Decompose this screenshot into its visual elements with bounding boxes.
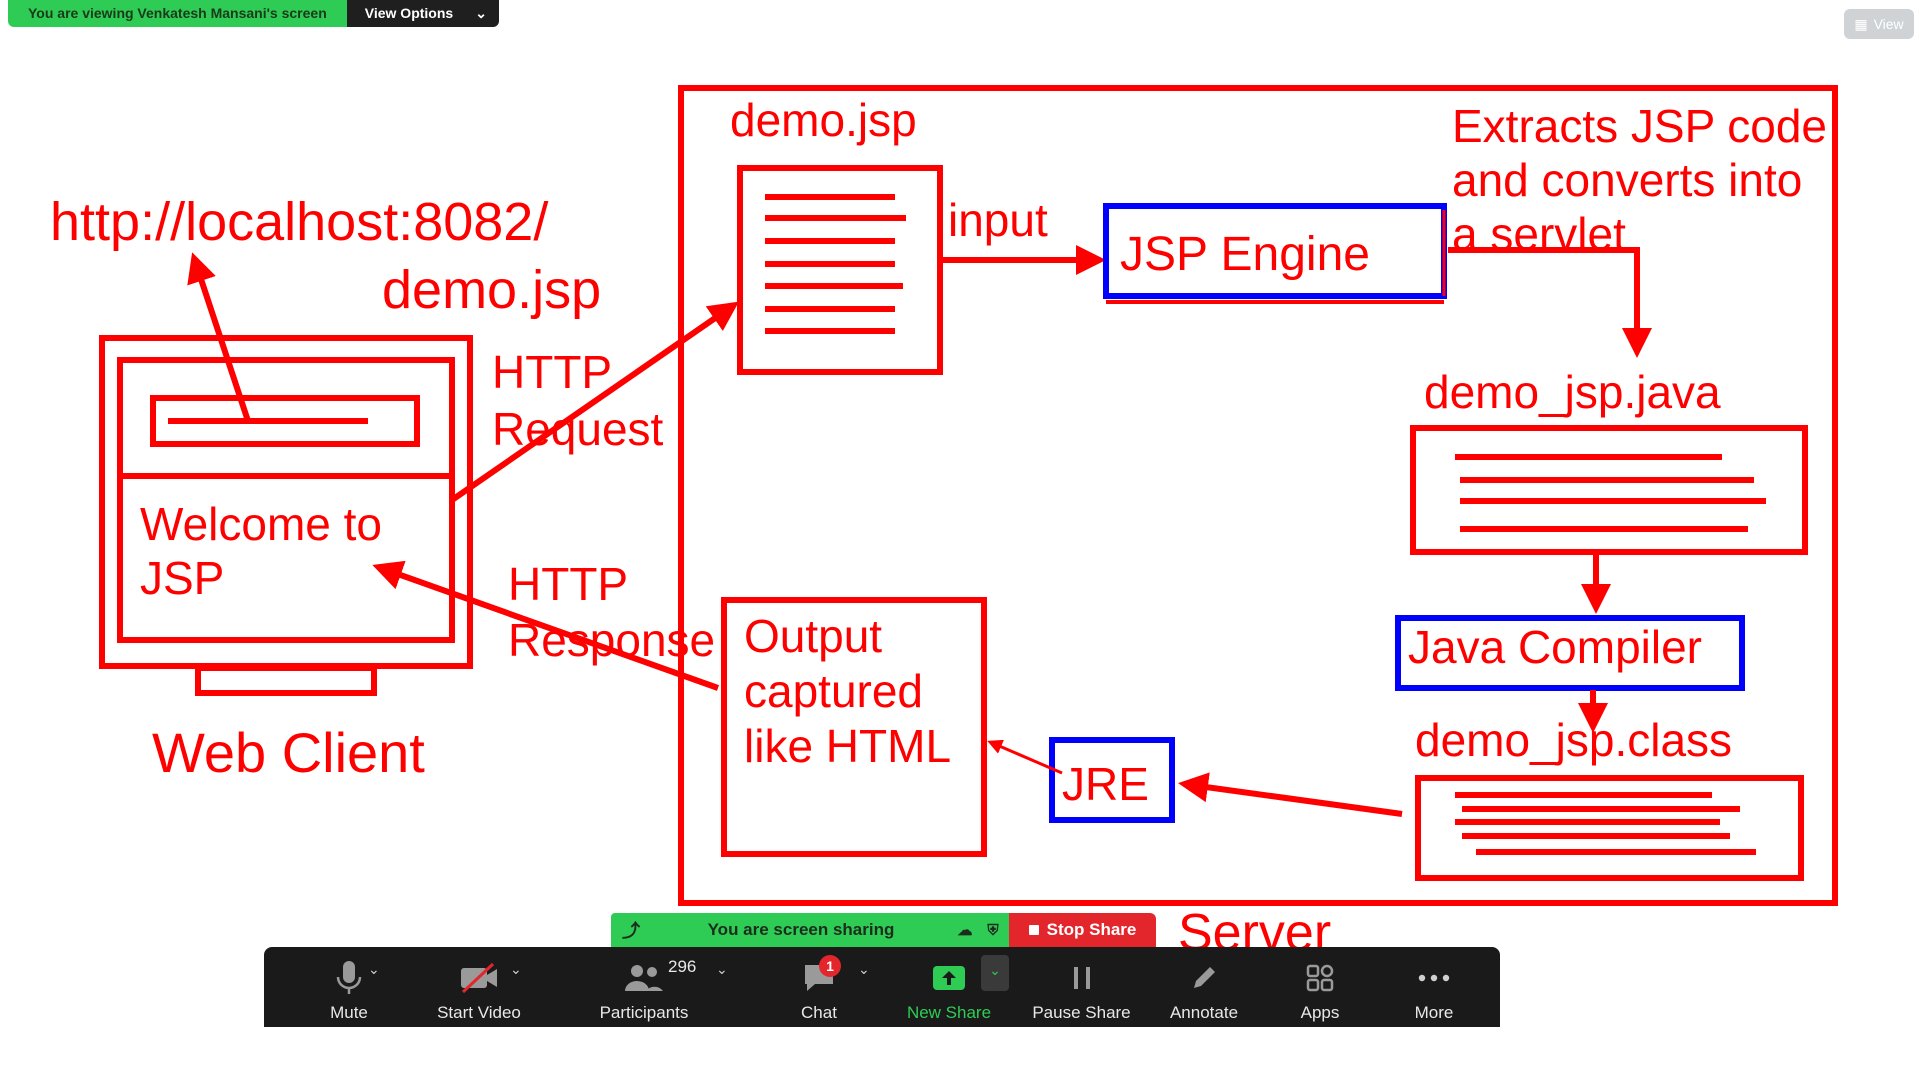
view-button[interactable]: ▦ View: [1844, 9, 1914, 39]
web-client-label: Web Client: [152, 721, 425, 784]
jre-box: [1049, 737, 1175, 823]
http-request-arrow: [450, 301, 739, 503]
demo-jsp-document: [737, 165, 943, 375]
annotate-label: Annotate: [1169, 1003, 1239, 1022]
video-options-chevron-icon[interactable]: ⌄: [510, 961, 522, 977]
demo-jsp-java-label: demo_jsp.java: [1424, 366, 1721, 418]
screen-sharing-bar: ⤴ You are screen sharing ☁ ⛨ Stop Share: [611, 913, 1156, 947]
jre-label: JRE: [1062, 758, 1149, 810]
server-box: [678, 85, 1838, 906]
participants-count: 296: [668, 957, 697, 976]
annotate-button[interactable]: Annotate: [1154, 947, 1254, 1027]
start-video-button[interactable]: Start Video: [414, 947, 544, 1027]
view-button-label: View: [1873, 16, 1904, 32]
url-text-line1: http://localhost:8082/: [50, 192, 548, 252]
apps-label: Apps: [1300, 1003, 1340, 1022]
http-request-label-2: Request: [492, 403, 664, 455]
demo-jsp-label: demo.jsp: [730, 94, 917, 146]
welcome-text-line2: JSP: [140, 552, 224, 604]
participants-icon: [624, 957, 664, 999]
more-label: More: [1414, 1003, 1454, 1022]
stop-icon: [1028, 925, 1039, 935]
output-line1: Output: [744, 610, 882, 662]
class-to-jre-arrow: [1178, 772, 1403, 817]
http-response-arrow: [372, 560, 720, 691]
pause-share-button[interactable]: Pause Share: [1024, 947, 1139, 1027]
chat-label: Chat: [801, 1003, 837, 1022]
viewing-banner: You are viewing Venkatesh Mansani's scre…: [8, 0, 499, 27]
meeting-toolbar: Mute ⌄ Start Video ⌄ Participants 296 ⌄ …: [264, 947, 1500, 1027]
pause-share-label: Pause Share: [1032, 1003, 1131, 1022]
stop-share-label: Stop Share: [1046, 920, 1137, 939]
web-client-monitor: [99, 335, 473, 696]
http-request-label-1: HTTP: [492, 346, 612, 398]
output-box: [721, 597, 987, 857]
shield-icon[interactable]: ⛨: [987, 921, 999, 939]
microphone-icon: [334, 957, 364, 999]
mute-options-chevron-icon[interactable]: ⌄: [368, 961, 380, 977]
stop-share-button[interactable]: Stop Share: [1009, 913, 1156, 947]
apps-button[interactable]: Apps: [1280, 947, 1360, 1027]
welcome-text-line1: Welcome to: [140, 498, 382, 550]
demo-jsp-class-label: demo_jsp.class: [1415, 714, 1732, 766]
cloud-icon[interactable]: ☁: [957, 922, 973, 939]
output-line3: like HTML: [744, 720, 951, 772]
extracts-line1: Extracts JSP code: [1452, 100, 1827, 152]
jsp-engine-label: JSP Engine: [1120, 228, 1370, 281]
pencil-icon: [1189, 957, 1219, 999]
extracts-line2: and converts into: [1452, 154, 1802, 206]
participants-options-chevron-icon[interactable]: ⌄: [716, 961, 728, 977]
grid-icon: ▦: [1854, 15, 1868, 32]
new-share-label: New Share: [906, 1003, 992, 1022]
engine-to-java-arrow: [1448, 247, 1652, 358]
chat-options-chevron-icon[interactable]: ⌄: [858, 961, 870, 977]
more-button[interactable]: More: [1394, 947, 1474, 1027]
extracts-line3: a servlet: [1452, 208, 1626, 260]
more-dots-icon: [1417, 957, 1451, 999]
video-off-icon: [459, 957, 499, 999]
share-arrow-icon[interactable]: ⤴: [622, 921, 640, 941]
mute-button[interactable]: Mute: [304, 947, 394, 1027]
apps-icon: [1305, 957, 1335, 999]
share-options-chevron-icon[interactable]: ⌄: [981, 955, 1009, 991]
url-arrow: [187, 252, 251, 422]
url-text-line2: demo.jsp: [382, 260, 601, 320]
pause-icon: [1068, 957, 1096, 999]
share-screen-icon: [932, 957, 966, 999]
sharing-status: ⤴ You are screen sharing ☁ ⛨: [611, 913, 1009, 947]
participants-button[interactable]: Participants: [579, 947, 709, 1027]
new-share-button[interactable]: New Share: [894, 947, 1004, 1027]
viewing-text: You are viewing Venkatesh Mansani's scre…: [8, 0, 347, 27]
input-label: input: [948, 194, 1048, 246]
start-video-label: Start Video: [437, 1003, 521, 1022]
jre-to-output-arrow: [987, 739, 1063, 775]
demo-jsp-class-document: [1415, 775, 1804, 881]
sharing-text: You are screen sharing: [707, 920, 895, 939]
chevron-down-icon: ⌄: [475, 5, 487, 21]
java-compiler-label: Java Compiler: [1408, 621, 1702, 673]
chat-badge: 1: [819, 955, 841, 977]
output-line2: captured: [744, 665, 923, 717]
participants-label: Participants: [599, 1003, 689, 1022]
mute-label: Mute: [330, 1003, 368, 1022]
demo-jsp-java-document: [1410, 425, 1808, 555]
http-response-label-2: Response: [508, 614, 715, 666]
view-options-button[interactable]: View Options ⌄: [346, 0, 499, 27]
http-response-label-1: HTTP: [508, 558, 628, 610]
java-compiler-box: [1395, 615, 1745, 691]
view-options-label: View Options: [364, 5, 454, 21]
chat-button[interactable]: Chat: [764, 947, 874, 1027]
